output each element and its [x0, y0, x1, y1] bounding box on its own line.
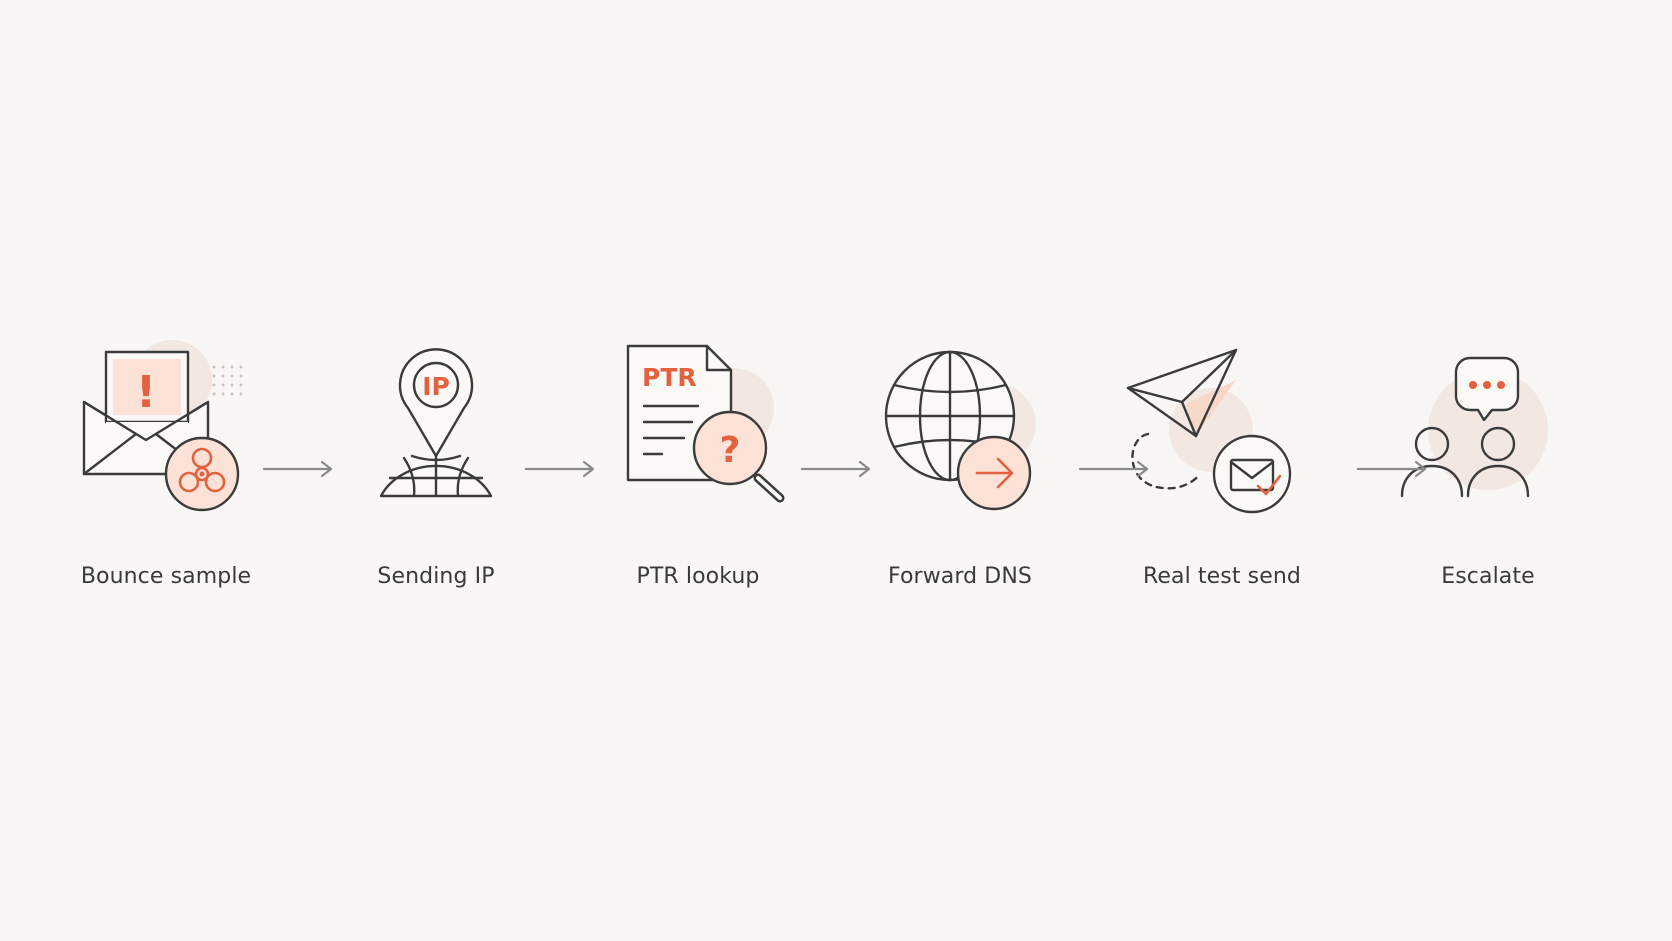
- step-bounce-sample: ! Bounce sample: [46, 340, 286, 612]
- globe-forward-icon: [884, 350, 1036, 511]
- step-forward-dns: Forward DNS: [840, 350, 1080, 612]
- step-escalate: Escalate: [1368, 352, 1608, 612]
- arrow-right-icon: [800, 460, 871, 478]
- arrow-forward-icon: [975, 457, 1014, 489]
- document-magnifier-icon: PTR ?: [626, 344, 785, 503]
- map-pin-globe-icon: IP: [379, 348, 493, 498]
- step-label: Forward DNS: [888, 564, 1032, 589]
- step-label: Escalate: [1441, 564, 1535, 589]
- paper-plane-envelope-icon: [1126, 348, 1292, 514]
- step-real-test-send: Real test send: [1102, 348, 1342, 612]
- step-label: Sending IP: [377, 564, 495, 589]
- biohazard-icon: [178, 447, 226, 493]
- step-label: Bounce sample: [80, 564, 252, 589]
- step-sending-ip: IP Sending IP: [316, 348, 556, 612]
- envelope-biohazard-icon: !: [82, 340, 243, 512]
- people-chat-icon: [1400, 356, 1548, 498]
- arrow-right-icon: [1078, 460, 1149, 478]
- step-label: PTR lookup: [636, 564, 760, 589]
- arrow-right-icon: [524, 460, 595, 478]
- ptr-glyph: PTR: [642, 363, 697, 392]
- step-ptr-lookup: PTR ? PTR lookup: [578, 344, 818, 612]
- alert-glyph: !: [136, 367, 156, 418]
- question-glyph: ?: [720, 430, 741, 471]
- arrow-right-icon: [1356, 460, 1427, 478]
- arrow-right-icon: [262, 460, 333, 478]
- step-label: Real test send: [1143, 564, 1301, 589]
- ip-glyph: IP: [422, 372, 450, 401]
